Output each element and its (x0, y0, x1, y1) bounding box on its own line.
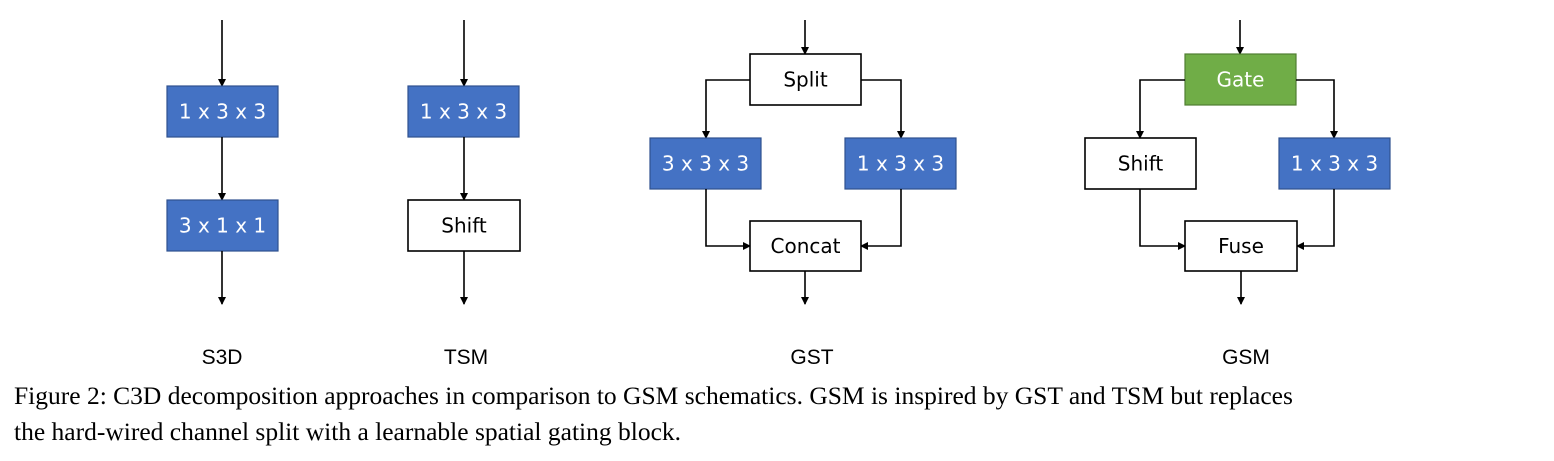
tsm-diagram: 1 x 3 x 3 Shift TSM (407, 20, 521, 369)
gst-conv-left-label: 3 x 3 x 3 (662, 152, 749, 176)
architecture-diagrams: 1 x 3 x 3 3 x 1 x 1 S3D 1 x 3 x 3 Shift … (166, 20, 1391, 369)
tsm-conv-box (407, 85, 520, 138)
gsm-gate-right-arrow (1296, 79, 1338, 139)
gsm-gate-label: Gate (1217, 68, 1265, 92)
caption-line-1: Figure 2: C3D decomposition approaches i… (14, 381, 1293, 410)
gsm-gate-left-arrow (1136, 79, 1185, 139)
gst-concat-label: Concat (771, 234, 841, 258)
s3d-conv2-label: 3 x 1 x 1 (179, 214, 266, 238)
gsm-fuse-label: Fuse (1218, 234, 1264, 258)
gst-split-right-arrow (861, 79, 905, 139)
gst-split-left-arrow (702, 79, 750, 139)
gst-concat-box (749, 220, 862, 272)
gsm-fuse-box (1184, 220, 1298, 272)
s3d-title: S3D (202, 346, 243, 369)
tsm-title: TSM (444, 346, 488, 369)
gsm-title: GSM (1222, 346, 1270, 369)
gst-conv-left-box (649, 137, 762, 190)
gst-split-box (749, 53, 862, 106)
s3d-conv1-label: 1 x 3 x 3 (179, 100, 266, 124)
gsm-shift-label: Shift (1118, 152, 1164, 176)
caption-line-2: the hard-wired channel split with a lear… (14, 417, 682, 446)
gsm-conv-right-box (1278, 137, 1391, 190)
tsm-conv-label: 1 x 3 x 3 (420, 100, 507, 124)
gsm-shift-to-fuse-arrow (1139, 189, 1186, 250)
gst-title: GST (790, 346, 833, 369)
gsm-conv-right-label: 1 x 3 x 3 (1291, 152, 1378, 176)
figure-caption: Figure 2: C3D decomposition approaches i… (14, 378, 1544, 450)
tsm-shift-box (407, 199, 521, 252)
gst-conv-right-box (844, 137, 957, 190)
gst-diagram: Split 3 x 3 x 3 1 x 3 x 3 Concat GST (649, 20, 957, 369)
s3d-diagram: 1 x 3 x 3 3 x 1 x 1 S3D (166, 20, 279, 369)
gst-conv-right-label: 1 x 3 x 3 (857, 152, 944, 176)
gsm-conv-to-fuse-arrow (1296, 189, 1335, 250)
tsm-shift-label: Shift (441, 214, 487, 238)
gsm-diagram: Gate Shift 1 x 3 x 3 Fuse GSM (1084, 20, 1391, 369)
gst-left-to-concat-arrow (705, 189, 751, 250)
gst-split-label: Split (783, 68, 828, 92)
gst-right-to-concat-arrow (860, 189, 902, 250)
s3d-conv2-box (166, 199, 279, 252)
